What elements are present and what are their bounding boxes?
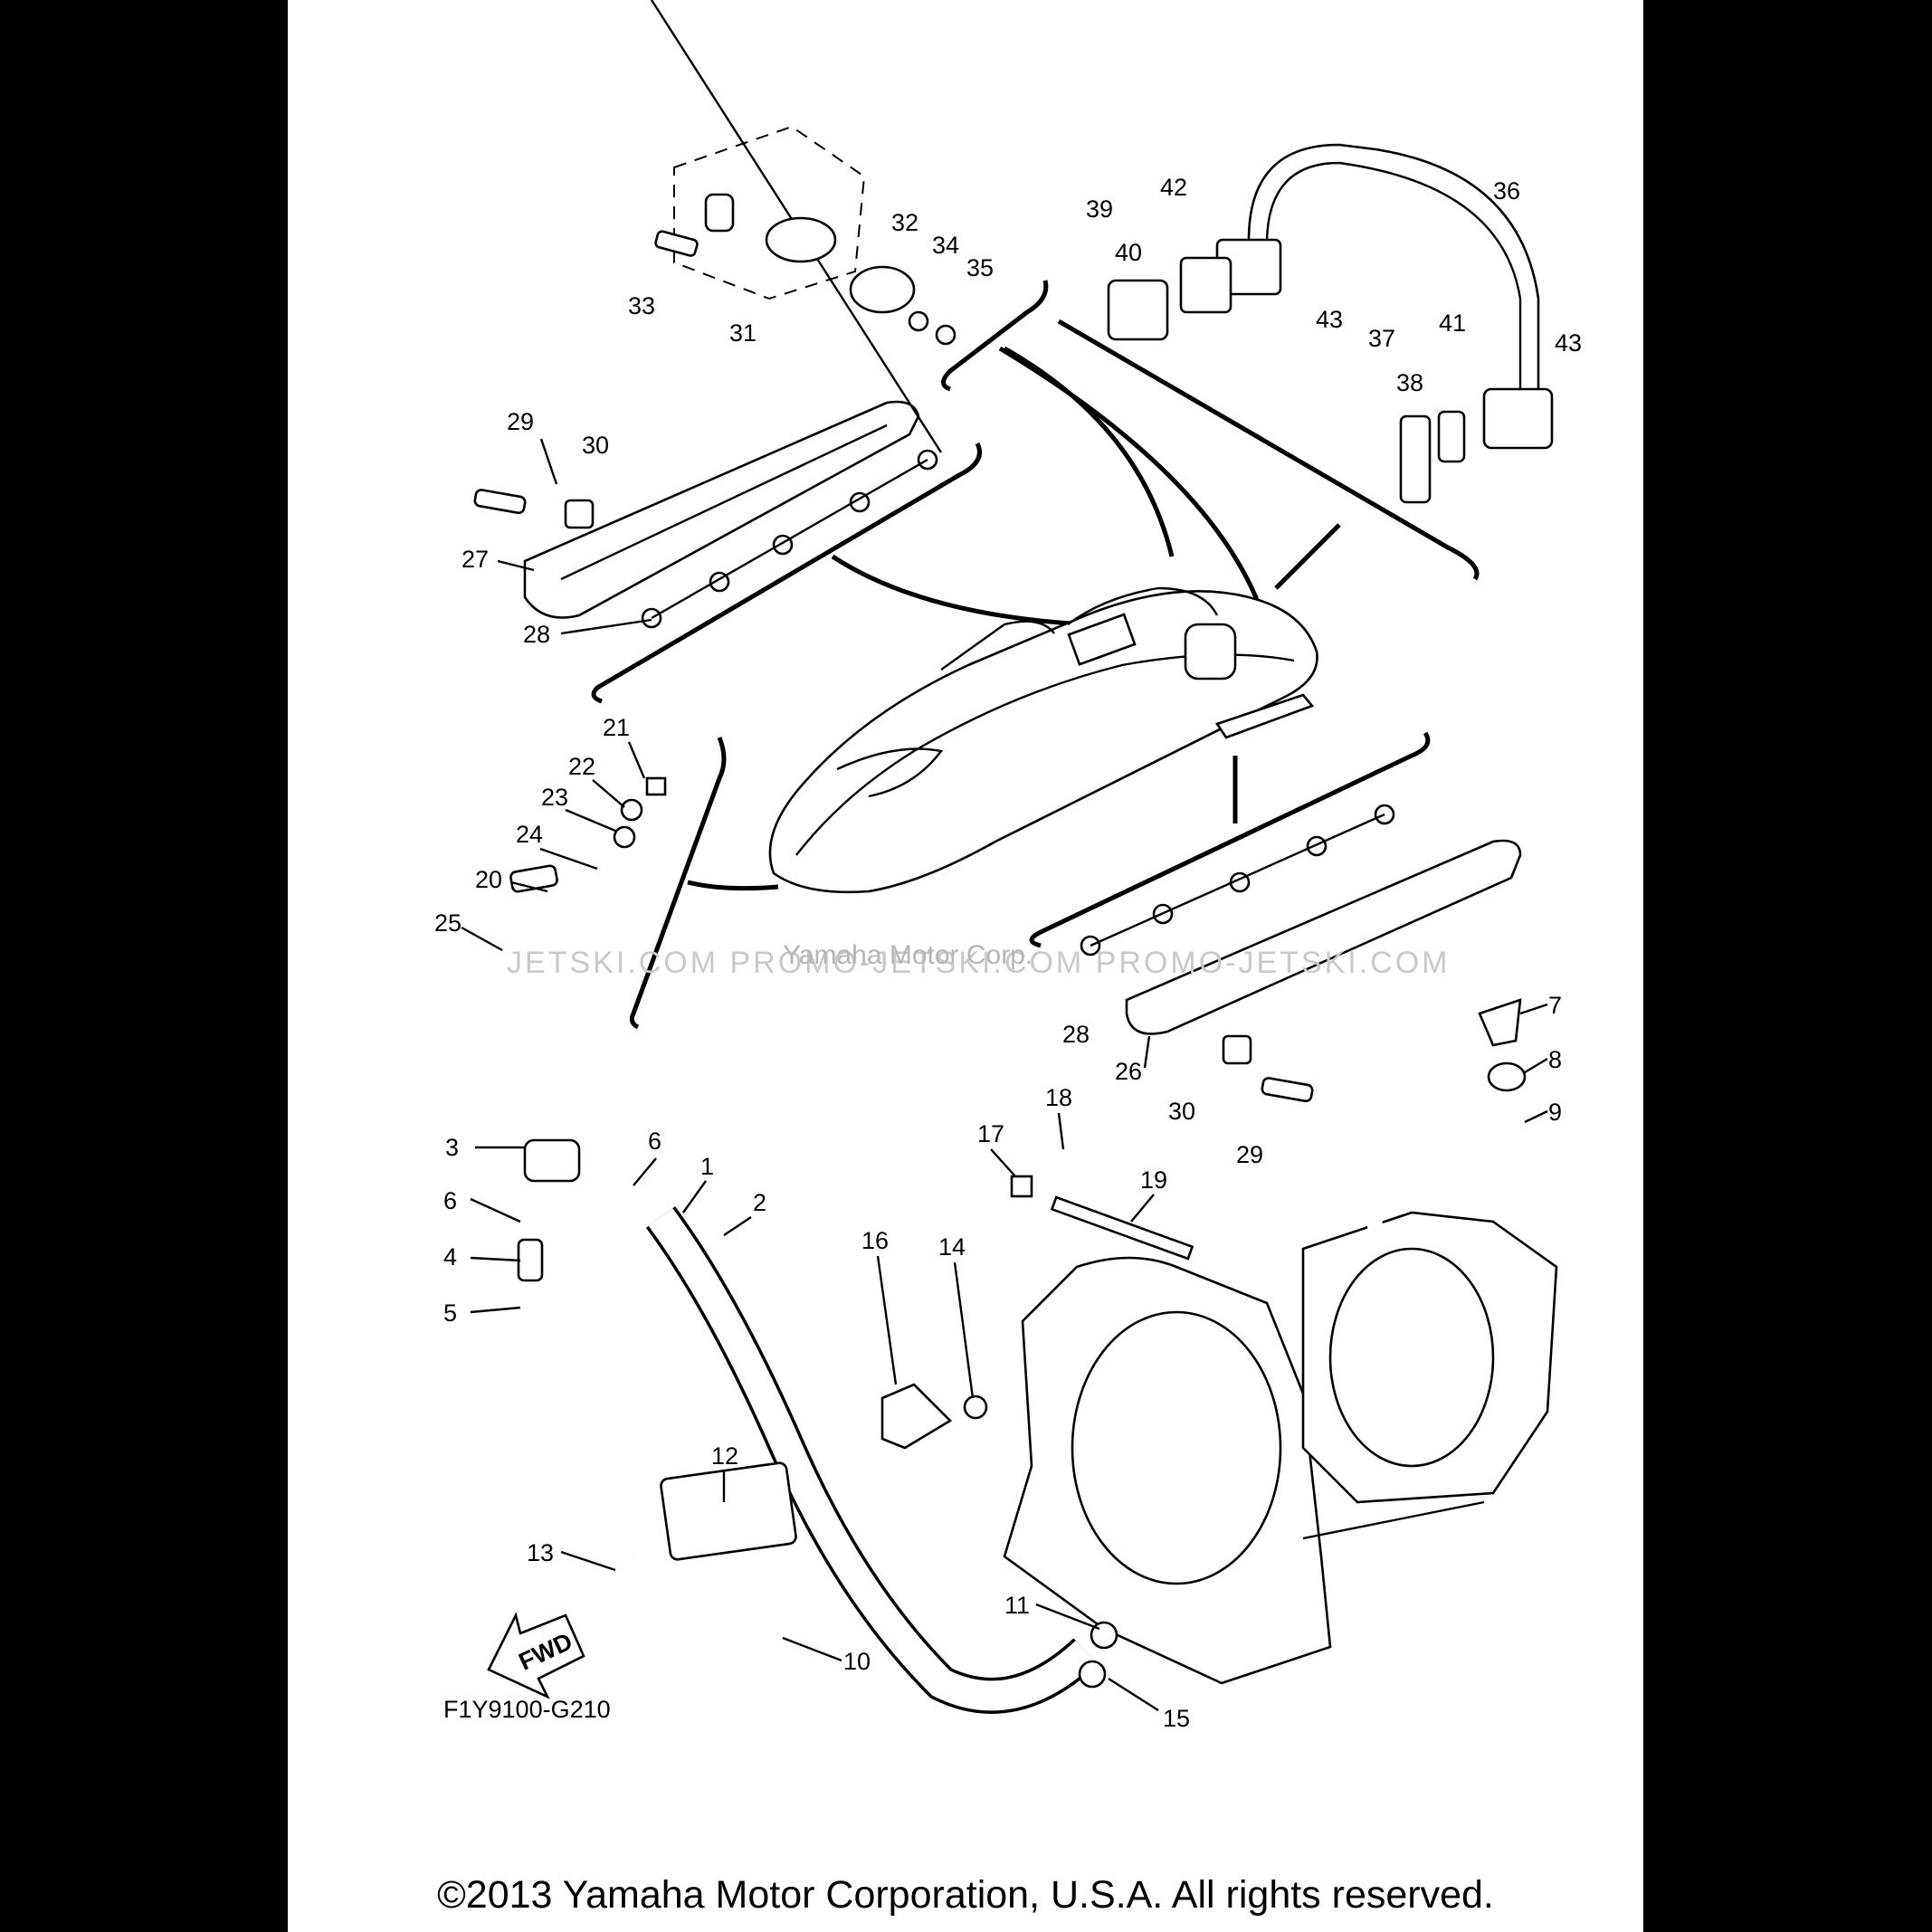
callout-label: 36 <box>1493 177 1520 205</box>
handle-grip-right <box>1080 804 1522 1103</box>
callout-label: 1 <box>700 1153 714 1180</box>
callout-label: 43 <box>1555 329 1582 357</box>
callout-label: 27 <box>462 546 489 573</box>
callout-label: 22 <box>568 753 595 780</box>
callout-label: 2 <box>753 1189 766 1216</box>
callout-label: 16 <box>861 1227 889 1254</box>
callout-label: 7 <box>1548 992 1562 1019</box>
watermark-owner: Yamaha Motor Corp. <box>783 940 1033 970</box>
callout-label: 24 <box>516 821 543 848</box>
callout-label: 19 <box>1140 1166 1167 1194</box>
lock-assembly <box>654 125 956 346</box>
callout-label: 29 <box>507 408 534 435</box>
callout-label: 13 <box>527 1539 554 1566</box>
watercraft-hull <box>768 586 1318 894</box>
callout-label: 4 <box>443 1243 457 1271</box>
callout-label: 8 <box>1548 1046 1562 1073</box>
callout-label: 34 <box>932 232 959 259</box>
callout-labels: 1 2 3 4 5 6 6 7 8 9 10 11 12 13 14 15 16… <box>434 174 1582 1732</box>
callout-label: 10 <box>843 1648 871 1675</box>
callout-label: 17 <box>977 1120 1004 1147</box>
callout-label: 6 <box>443 1187 457 1214</box>
callout-label: 14 <box>938 1233 966 1261</box>
callout-label: 31 <box>729 319 757 347</box>
callout-label: 5 <box>443 1299 457 1327</box>
callout-label: 38 <box>1396 369 1423 396</box>
callout-label: 25 <box>434 909 462 937</box>
watermark: JETSKI.COM PROMO-JETSKI.COM PROMO-JETSKI… <box>507 940 1450 980</box>
callout-label: 43 <box>1316 306 1343 333</box>
small-parts <box>509 776 1527 1689</box>
callout-label: 40 <box>1115 239 1142 266</box>
callout-label: 9 <box>1548 1099 1562 1126</box>
leader-arrows <box>687 346 1341 891</box>
callout-label: 29 <box>1236 1141 1263 1168</box>
callout-label: 28 <box>1062 1021 1090 1048</box>
handle-grip-left <box>473 0 943 629</box>
callout-label: 18 <box>1045 1084 1072 1111</box>
callout-label: 39 <box>1086 195 1113 223</box>
callout-leaders <box>461 438 1548 1712</box>
callout-label: 42 <box>1160 174 1187 201</box>
diagram-code: F1Y9100-G210 <box>443 1696 611 1723</box>
fwd-arrow-icon: FWD <box>487 1612 585 1699</box>
pump-housing <box>1003 967 1558 1685</box>
callout-label: 15 <box>1163 1705 1190 1732</box>
panel-outlines <box>591 280 1480 1030</box>
callout-label: 30 <box>582 432 609 459</box>
callout-label: 23 <box>541 784 568 811</box>
callout-label: 20 <box>475 866 502 893</box>
callout-label: 12 <box>711 1442 738 1470</box>
callout-label: 33 <box>628 292 655 319</box>
callout-label: 21 <box>603 714 630 741</box>
callout-label: 28 <box>523 621 550 648</box>
callout-label: 37 <box>1368 325 1395 352</box>
callout-label: 35 <box>966 254 994 281</box>
callout-label: 30 <box>1168 1098 1195 1125</box>
callout-label: 11 <box>1004 1592 1030 1619</box>
callout-label: 3 <box>445 1134 459 1161</box>
callout-label: 26 <box>1115 1058 1142 1085</box>
grab-bar <box>1107 143 1554 504</box>
hoses <box>517 1138 1099 1714</box>
copyright-notice: ©2013 Yamaha Motor Corporation, U.S.A. A… <box>437 1873 1494 1917</box>
callout-label: 6 <box>648 1128 661 1155</box>
watermark-sites: JETSKI.COM PROMO-JETSKI.COM PROMO-JETSKI… <box>507 946 1450 980</box>
callout-label: 32 <box>891 209 918 236</box>
callout-label: 41 <box>1439 309 1466 337</box>
